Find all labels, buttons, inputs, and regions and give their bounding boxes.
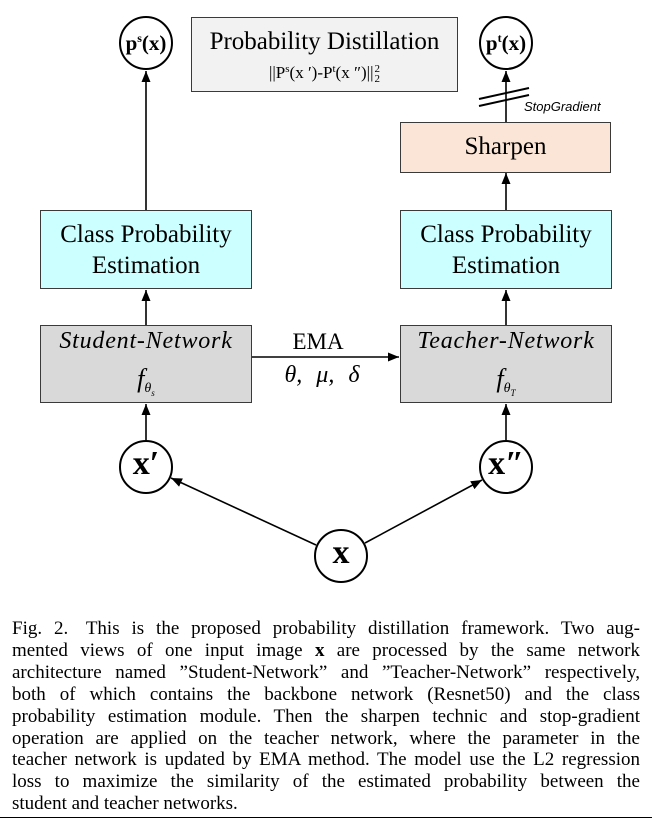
ema-parameters: θ, μ, δ bbox=[284, 362, 360, 388]
formula-power: 2 bbox=[374, 63, 381, 75]
caption-line: mented views of one input image x are pr… bbox=[12, 640, 640, 662]
student-estimation-line-2: Estimation bbox=[91, 252, 201, 279]
caption-line-7: teacher network is updated by EMA method… bbox=[12, 749, 640, 771]
student-input-label: x′ bbox=[132, 445, 160, 482]
caption-figure-label: Fig. 2. bbox=[12, 618, 69, 639]
student-function-subscript: θ bbox=[144, 381, 152, 396]
probability-distillation-title: Probability Distillation bbox=[209, 28, 440, 55]
teacher-network-box: Teacher-Network fθT bbox=[400, 325, 612, 403]
ema-label: EMA bbox=[292, 329, 344, 354]
teacher-output-base: p bbox=[485, 31, 498, 55]
bottom-divider bbox=[0, 817, 652, 818]
stop-gradient-label: StopGradient bbox=[524, 99, 601, 114]
student-output-label: ps(x) bbox=[126, 32, 167, 54]
formula-norm-index: 2 bbox=[374, 73, 381, 85]
caption-line-4: both of which contains the backbone netw… bbox=[12, 683, 640, 705]
teacher-input-label: x″ bbox=[488, 445, 524, 482]
teacher-estimation-line-1: Class Probability bbox=[420, 221, 592, 248]
teacher-function-symbol: f bbox=[496, 364, 504, 393]
formula-close: (x ″)|| bbox=[335, 63, 374, 82]
formula-teacher-superscript: t bbox=[332, 63, 336, 75]
input-image-node: x bbox=[314, 529, 368, 583]
sharpen-box: Sharpen bbox=[400, 122, 611, 173]
student-output-argument: (x) bbox=[141, 31, 167, 55]
teacher-output-label: pt(x) bbox=[486, 32, 526, 54]
student-network-function: fθs bbox=[41, 363, 251, 398]
teacher-function-subscript: θ bbox=[503, 381, 511, 396]
input-image-label: x bbox=[332, 534, 350, 571]
teacher-output-superscript: t bbox=[497, 31, 502, 45]
caption-line-2-start: mented views of one input image bbox=[12, 639, 303, 661]
caption-line: Fig. 2. This is the proposed probability… bbox=[12, 618, 640, 640]
teacher-function-sub-subscript: T bbox=[510, 388, 516, 398]
student-output-base: p bbox=[125, 31, 138, 55]
student-output-superscript: s bbox=[137, 31, 142, 45]
caption-line-6: operation are applied on the teacher net… bbox=[12, 727, 640, 749]
teacher-network-function: fθT bbox=[401, 363, 611, 398]
caption-line-8: loss to maximize the similarity of the e… bbox=[12, 771, 640, 793]
framework-diagram: Probability Distillation ||Ps(x ′)-Pt(x … bbox=[40, 16, 612, 583]
caption-line-9: student and teacher networks. bbox=[12, 793, 238, 815]
probability-distillation-box: Probability Distillation ||Ps(x ′)-Pt(x … bbox=[191, 17, 458, 92]
caption-line-5: probability estimation module. Then the … bbox=[12, 705, 640, 727]
teacher-output-argument: (x) bbox=[501, 31, 527, 55]
caption-line-2-end: are processed by the same network bbox=[336, 639, 640, 661]
arrow-input-to-teacher-view bbox=[364, 479, 483, 544]
teacher-input-node: x″ bbox=[479, 440, 533, 494]
formula-student-superscript: s bbox=[285, 63, 290, 75]
formula-open: ||P bbox=[269, 63, 286, 82]
caption-line-3: architecture named ”Student-Network” and… bbox=[12, 661, 640, 683]
student-network-name: Student-Network bbox=[59, 328, 233, 354]
student-class-probability-estimation-box: Class Probability Estimation bbox=[40, 210, 252, 289]
teacher-estimation-line-2: Estimation bbox=[451, 252, 561, 279]
stop-gradient-mark-2 bbox=[478, 94, 530, 107]
teacher-network-name: Teacher-Network bbox=[417, 328, 595, 354]
formula-middle: (x ′)-P bbox=[289, 63, 333, 82]
student-output-node: ps(x) bbox=[119, 16, 173, 70]
arrow-input-to-student-view bbox=[170, 477, 317, 546]
caption-input-symbol: x bbox=[314, 639, 325, 661]
student-estimation-line-1: Class Probability bbox=[60, 221, 232, 248]
student-function-symbol: f bbox=[137, 364, 145, 393]
student-input-node: x′ bbox=[119, 440, 173, 494]
figure-caption: Fig. 2. This is the proposed probability… bbox=[12, 618, 640, 815]
teacher-class-probability-estimation-box: Class Probability Estimation bbox=[400, 210, 612, 289]
teacher-output-node: pt(x) bbox=[479, 16, 533, 70]
student-network-box: Student-Network fθs bbox=[40, 325, 252, 403]
stop-gradient-mark-1 bbox=[478, 87, 530, 100]
student-function-sub-subscript: s bbox=[151, 388, 155, 398]
caption-line-1: This is the proposed probability distill… bbox=[85, 618, 640, 639]
